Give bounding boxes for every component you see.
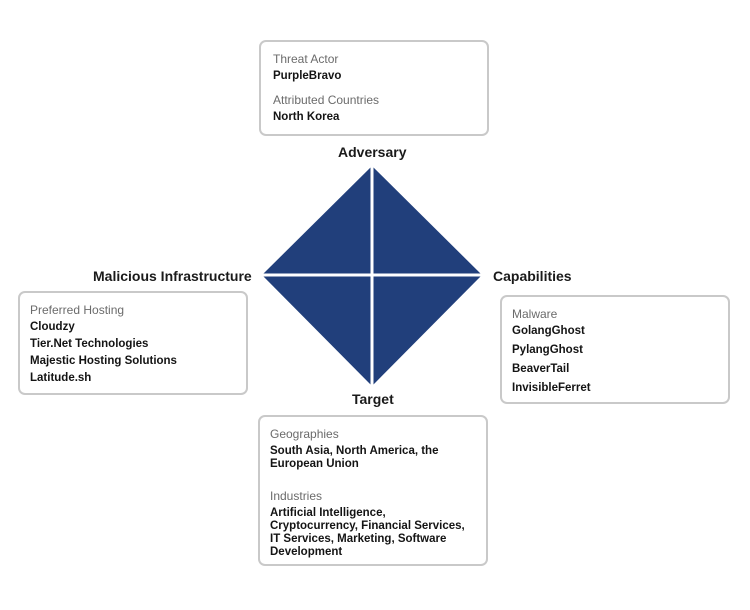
target-info-box: Geographies South Asia, North America, t…: [258, 415, 488, 566]
infrastructure-info-box: Preferred Hosting Cloudzy Tier.Net Techn…: [18, 291, 248, 395]
diamond-quadrant-adversary-infrastructure: [262, 166, 372, 275]
malware-item: PylangGhost: [512, 344, 583, 356]
diamond-model-shape: [260, 164, 484, 388]
hosting-item: Cloudzy: [30, 321, 75, 333]
geographies-label: Geographies: [270, 427, 339, 441]
geographies-value: South Asia, North America, the European …: [270, 445, 439, 470]
infrastructure-title: Malicious Infrastructure: [93, 268, 252, 284]
preferred-hosting-label: Preferred Hosting: [30, 303, 125, 317]
diamond-quadrant-capabilities-target: [372, 275, 482, 386]
threat-actor-value: PurpleBravo: [273, 70, 342, 82]
adversary-info-box: Threat Actor PurpleBravo Attributed Coun…: [259, 40, 489, 136]
malware-label: Malware: [512, 307, 558, 321]
hosting-item: Majestic Hosting Solutions: [30, 355, 177, 367]
hosting-item: Latitude.sh: [30, 372, 92, 384]
industries-value: Artificial Intelligence, Cryptocurrency,…: [270, 507, 465, 558]
attributed-countries-label: Attributed Countries: [273, 93, 380, 107]
hosting-item: Tier.Net Technologies: [30, 338, 149, 350]
industries-label: Industries: [270, 489, 323, 503]
capabilities-title: Capabilities: [493, 268, 572, 284]
malware-item: GolangGhost: [512, 325, 585, 337]
threat-actor-group: Threat Actor PurpleBravo: [273, 52, 475, 83]
diamond-quadrant-infrastructure-target: [262, 275, 372, 386]
geographies-group: Geographies South Asia, North America, t…: [270, 427, 476, 471]
attributed-countries-value: North Korea: [273, 111, 340, 123]
target-title: Target: [352, 391, 394, 407]
capabilities-info-box: Malware GolangGhost PylangGhost BeaverTa…: [500, 295, 730, 404]
attributed-countries-group: Attributed Countries North Korea: [273, 93, 475, 124]
threat-actor-label: Threat Actor: [273, 52, 339, 66]
diamond-quadrant-adversary-capabilities: [372, 166, 482, 275]
adversary-title: Adversary: [338, 144, 407, 160]
industries-group: Industries Artificial Intelligence, Cryp…: [270, 489, 476, 559]
malware-item: BeaverTail: [512, 363, 570, 375]
malware-item: InvisibleFerret: [512, 382, 591, 394]
